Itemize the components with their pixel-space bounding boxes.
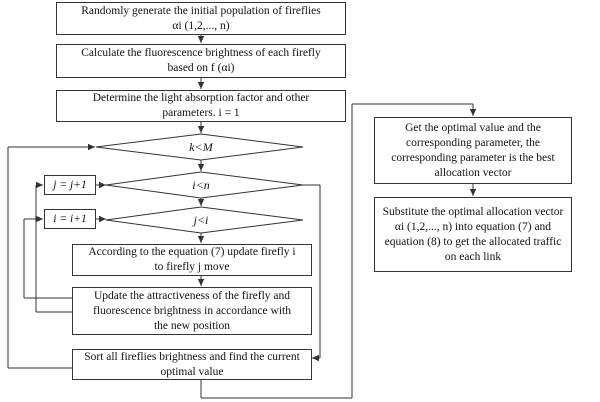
- box-update-attr-line2: fluorescence brightness in accordance wi…: [93, 304, 291, 317]
- box-determine-factor: Determine the light absorption factor an…: [56, 90, 346, 122]
- box-determine-line2: parameters. i = 1: [162, 107, 240, 119]
- box-sort-brightness: Sort all fireflies brightness and find t…: [72, 349, 312, 380]
- box-substitute-line3: equation (8) to get the allocated traffi…: [384, 235, 562, 248]
- box-calc-brightness: Calculate the fluorescence brightness of…: [56, 44, 346, 78]
- box-substitute-line2: αi (1,2,..., n) into equation (7) and: [394, 220, 552, 233]
- box-update-attr-line3: the new position: [153, 319, 231, 332]
- box-update-move-line1: According to the equation (7) update fir…: [88, 246, 296, 258]
- box-calc-line1: Calculate the fluorescence brightness of…: [81, 47, 321, 59]
- decision-k-lt-m-label: k<M: [189, 140, 213, 154]
- box-optimal-line4: allocation vector: [434, 166, 512, 179]
- decision-j-lt-i: [105, 206, 304, 234]
- box-optimal-line2: corresponding parameter, the: [406, 136, 540, 149]
- box-init-line2: αi (1,2,..., n): [172, 19, 230, 32]
- box-init-line1: Randomly generate the initial population…: [81, 4, 321, 17]
- box-update-attr-line1: Update the attractiveness of the firefly…: [93, 289, 291, 302]
- box-determine-line1: Determine the light absorption factor an…: [92, 92, 310, 104]
- box-init-population: Randomly generate the initial population…: [56, 2, 346, 35]
- box-substitute-line1: Substitute the optimal allocation vector: [382, 205, 564, 218]
- box-i-increment: i = i+1: [44, 209, 96, 229]
- decision-i-lt-n-label: i<n: [192, 178, 210, 192]
- box-optimal-line3: corresponding parameter is the best: [391, 151, 555, 164]
- decision-j-lt-i-label: j<i: [193, 213, 209, 227]
- box-update-move: According to the equation (7) update fir…: [72, 244, 312, 276]
- box-calc-line2: based on f (αi): [167, 62, 235, 74]
- box-sort-line2: optimal value: [160, 365, 224, 378]
- box-substitute-line4: on each link: [444, 250, 502, 263]
- box-update-move-line2: to firefly j move: [154, 261, 230, 273]
- box-sort-line1: Sort all fireflies brightness and find t…: [84, 350, 300, 363]
- decision-i-lt-n: [105, 171, 304, 199]
- box-substitute-vector: Substitute the optimal allocation vector…: [374, 197, 572, 272]
- box-j-increment: j = j+1: [44, 175, 96, 195]
- box-update-attractiveness: Update the attractiveness of the firefly…: [72, 287, 312, 335]
- decision-k-lt-m: [95, 133, 304, 161]
- box-get-optimal: Get the optimal value and the correspond…: [374, 117, 572, 184]
- box-optimal-line1: Get the optimal value and the: [405, 121, 541, 134]
